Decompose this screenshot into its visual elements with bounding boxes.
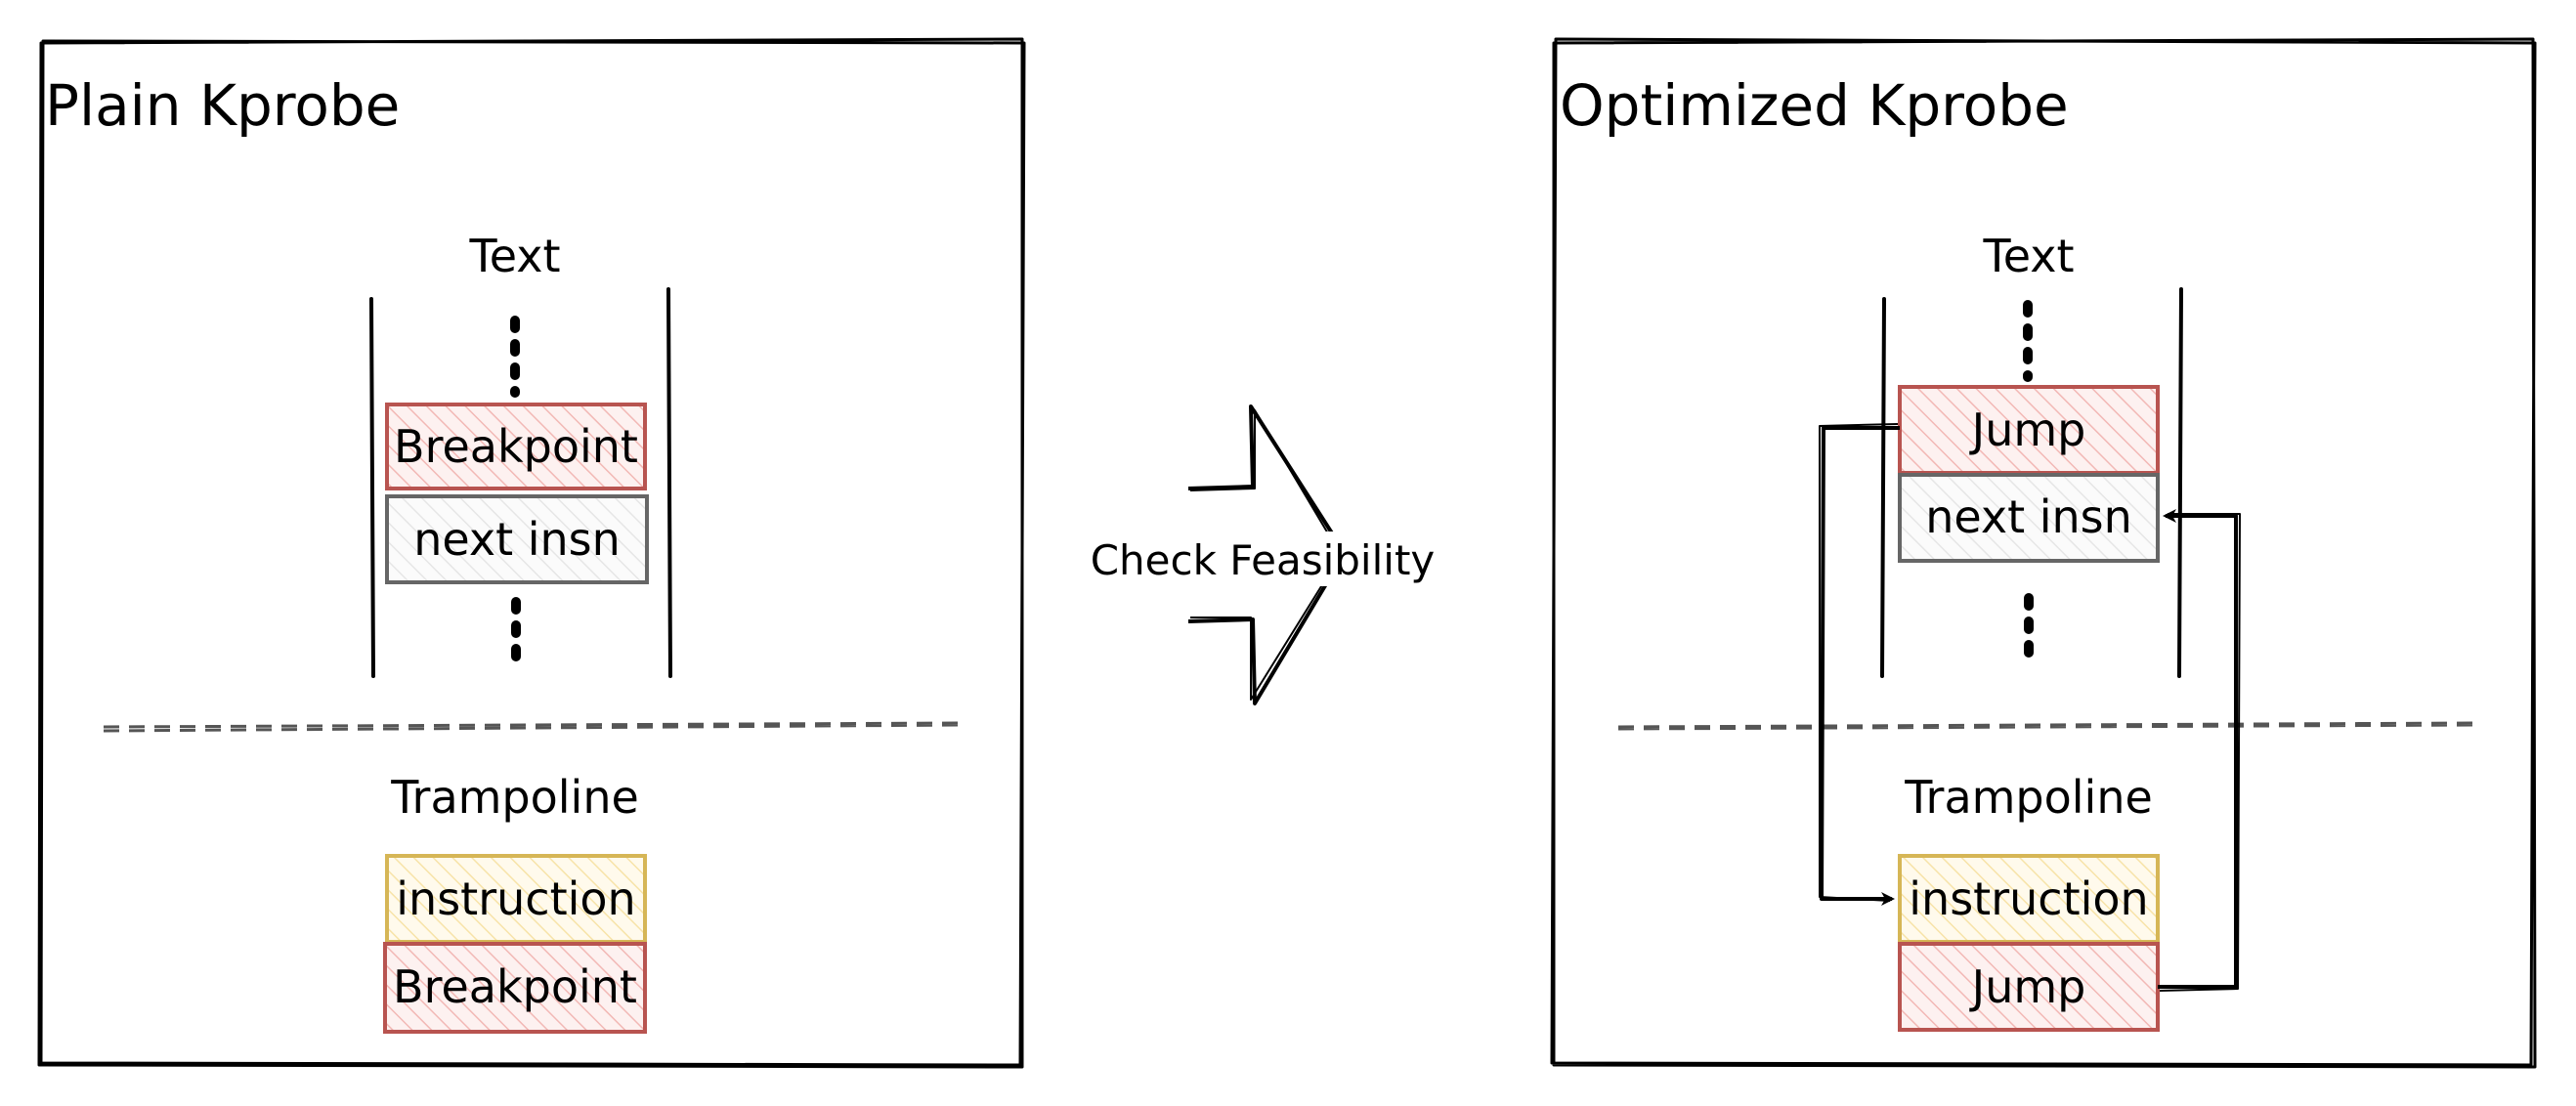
- right-panel-title: Optimized Kprobe: [1560, 72, 2069, 139]
- left-trampoline-breakpoint-box: Breakpoint: [383, 942, 647, 1034]
- check-feasibility-arrow: Check Feasibility: [1091, 404, 1436, 705]
- left-breakpoint-label: Breakpoint: [394, 420, 638, 473]
- left-next-insn-label: next insn: [413, 513, 621, 566]
- left-trampoline-label: Trampoline: [390, 771, 639, 824]
- right-panel-frame: [1550, 37, 2537, 1069]
- right-jump-label: Jump: [1969, 404, 2086, 456]
- right-text-column-left-line: [1880, 297, 1886, 678]
- left-next-insn-box: next insn: [385, 494, 649, 584]
- right-panel: Optimized Kprobe Text Jump next insn Tra…: [1550, 37, 2537, 1069]
- left-instruction-box: instruction: [385, 854, 647, 944]
- right-instruction-box: instruction: [1898, 854, 2160, 944]
- trampoline-jump-back-arrow: [2158, 509, 2238, 989]
- right-divider: [1617, 721, 2479, 731]
- left-panel: Plain Kprobe Text Breakpoint next insn T…: [37, 37, 1026, 1069]
- left-divider: [103, 721, 965, 733]
- right-trampoline-jump-label: Jump: [1969, 960, 2086, 1013]
- left-panel-frame: [37, 37, 1026, 1069]
- left-text-section-label: Text: [468, 230, 560, 282]
- left-text-column-left-line: [369, 297, 375, 678]
- right-trampoline-jump-box: Jump: [1898, 942, 2160, 1032]
- left-trampoline-breakpoint-label: Breakpoint: [393, 960, 637, 1013]
- left-instruction-label: instruction: [396, 872, 635, 925]
- left-text-column-right-line: [666, 287, 672, 678]
- right-text-section-label: Text: [1982, 230, 2074, 282]
- check-feasibility-label: Check Feasibility: [1091, 536, 1436, 584]
- left-panel-title: Plain Kprobe: [45, 72, 400, 139]
- right-jump-box: Jump: [1898, 385, 2160, 475]
- right-next-insn-box: next insn: [1898, 473, 2160, 563]
- right-text-column-right-line: [2177, 287, 2183, 678]
- right-instruction-label: instruction: [1909, 872, 2148, 925]
- right-next-insn-label: next insn: [1925, 490, 2132, 543]
- jump-to-trampoline-arrow: [1820, 426, 1900, 906]
- left-breakpoint-box: Breakpoint: [385, 403, 647, 490]
- right-trampoline-label: Trampoline: [1904, 771, 2153, 824]
